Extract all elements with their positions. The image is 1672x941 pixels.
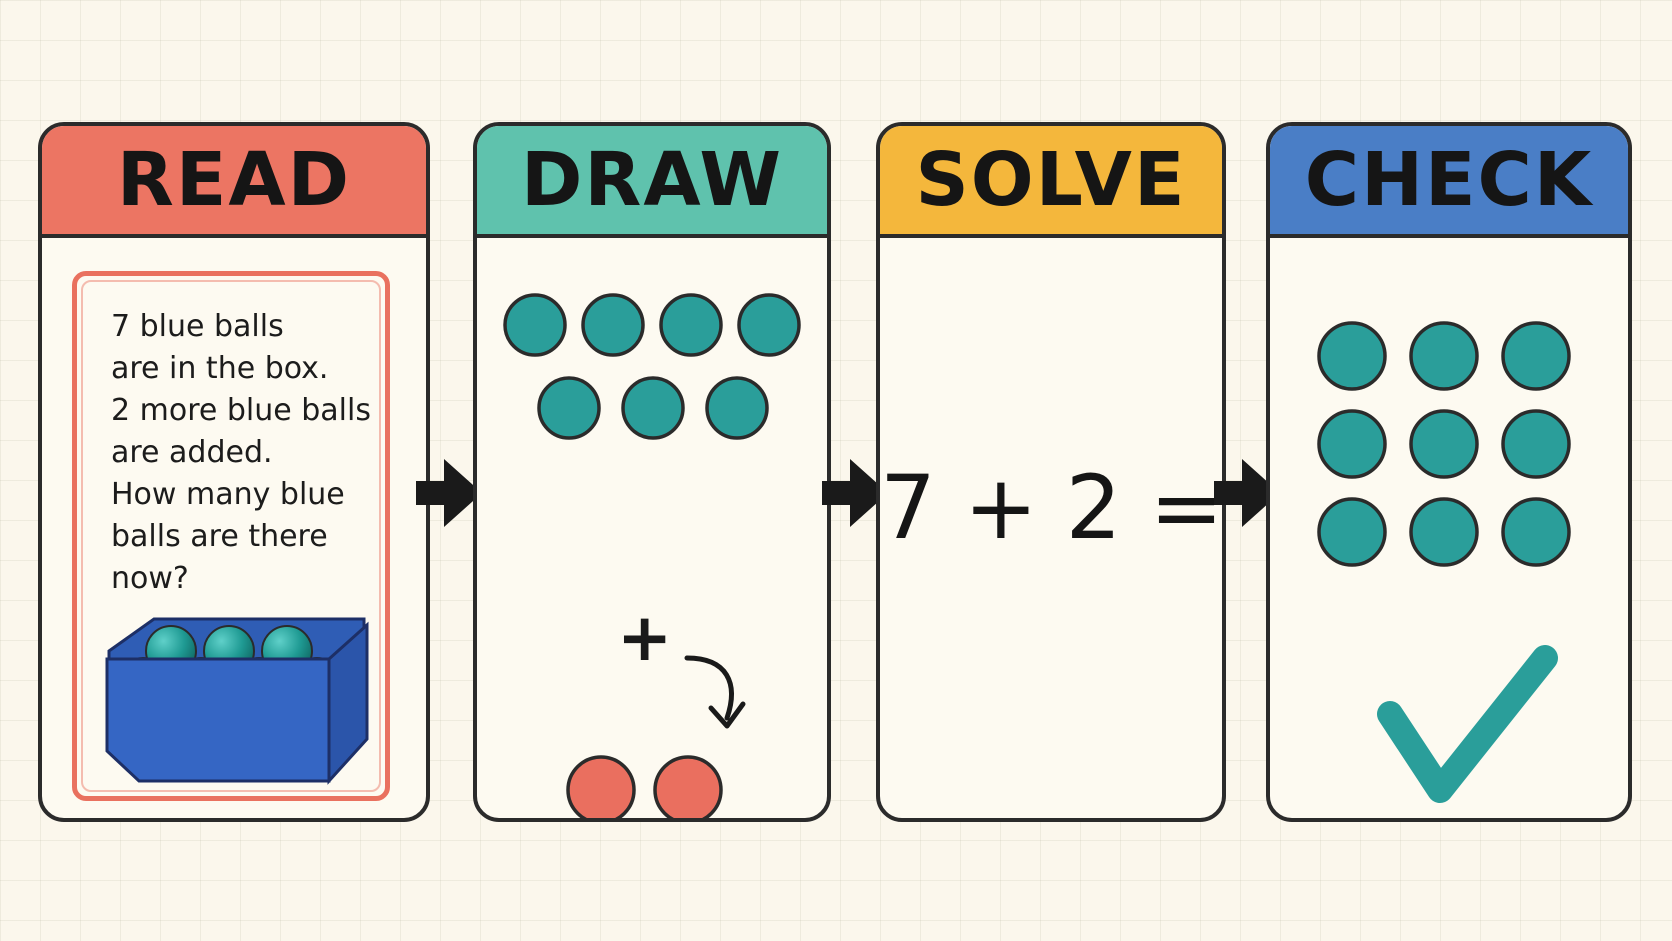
added-ball: [566, 755, 636, 818]
box-side: [327, 621, 369, 785]
panel-title-check: CHECK: [1304, 137, 1594, 223]
checkmark-icon: [1377, 645, 1558, 803]
panel-draw: DRAW +: [473, 122, 831, 822]
panel-title-draw: DRAW: [521, 137, 783, 223]
problem-card: 7 blue balls are in the box. 2 more blue…: [72, 271, 390, 801]
problem-line: balls are there: [111, 519, 328, 554]
total-ball: [1501, 321, 1571, 391]
panel-header-check: CHECK: [1270, 126, 1628, 238]
problem-line: now?: [111, 561, 189, 596]
problem-line: 7 blue balls: [111, 309, 284, 344]
added-balls-group: [566, 755, 723, 818]
problem-line: How many blue: [111, 477, 345, 512]
equation: 7 + 2 = 9: [880, 456, 1224, 559]
ball-box-illustration: [105, 617, 369, 785]
total-ball: [1501, 409, 1571, 479]
arrow-right-icon: [1214, 459, 1280, 527]
panel-header-draw: DRAW: [477, 126, 827, 238]
added-ball: [653, 755, 723, 818]
total-ball: [1409, 497, 1479, 567]
problem-line: are in the box.: [111, 351, 329, 386]
panel-header-solve: SOLVE: [880, 126, 1222, 238]
total-ball: [1501, 497, 1571, 567]
start-ball: [659, 293, 723, 357]
start-ball: [705, 376, 769, 440]
start-ball: [503, 293, 567, 357]
arrow-right-icon: [416, 459, 482, 527]
check-model: [1317, 321, 1571, 803]
box-front: [105, 657, 331, 783]
panel-title-read: READ: [116, 137, 352, 223]
total-ball: [1317, 409, 1387, 479]
start-balls-group: [503, 293, 801, 440]
arrow-right-icon: [822, 459, 888, 527]
problem-line: are added.: [111, 435, 273, 470]
panel-header-read: READ: [42, 126, 426, 238]
total-ball: [1409, 321, 1479, 391]
start-ball: [537, 376, 601, 440]
panel-title-solve: SOLVE: [915, 137, 1187, 223]
total-ball: [1317, 497, 1387, 567]
draw-model: +: [503, 293, 801, 818]
total-ball: [1409, 409, 1479, 479]
curved-arrow-head-icon: [708, 701, 746, 729]
plus-sign: +: [617, 599, 672, 676]
total-ball: [1317, 321, 1387, 391]
total-balls-group: [1317, 321, 1571, 567]
start-ball: [621, 376, 685, 440]
problem-line: 2 more blue balls: [111, 393, 371, 428]
start-ball: [737, 293, 801, 357]
curved-arrow-icon: [684, 655, 734, 721]
panel-read: READ 7 blue balls are in the box. 2 more…: [38, 122, 430, 822]
word-problem: 7 blue balls are in the box. 2 more blue…: [111, 306, 371, 600]
panel-solve: SOLVE 7 + 2 = 9: [876, 122, 1226, 822]
start-ball: [581, 293, 645, 357]
panel-check: CHECK: [1266, 122, 1632, 822]
